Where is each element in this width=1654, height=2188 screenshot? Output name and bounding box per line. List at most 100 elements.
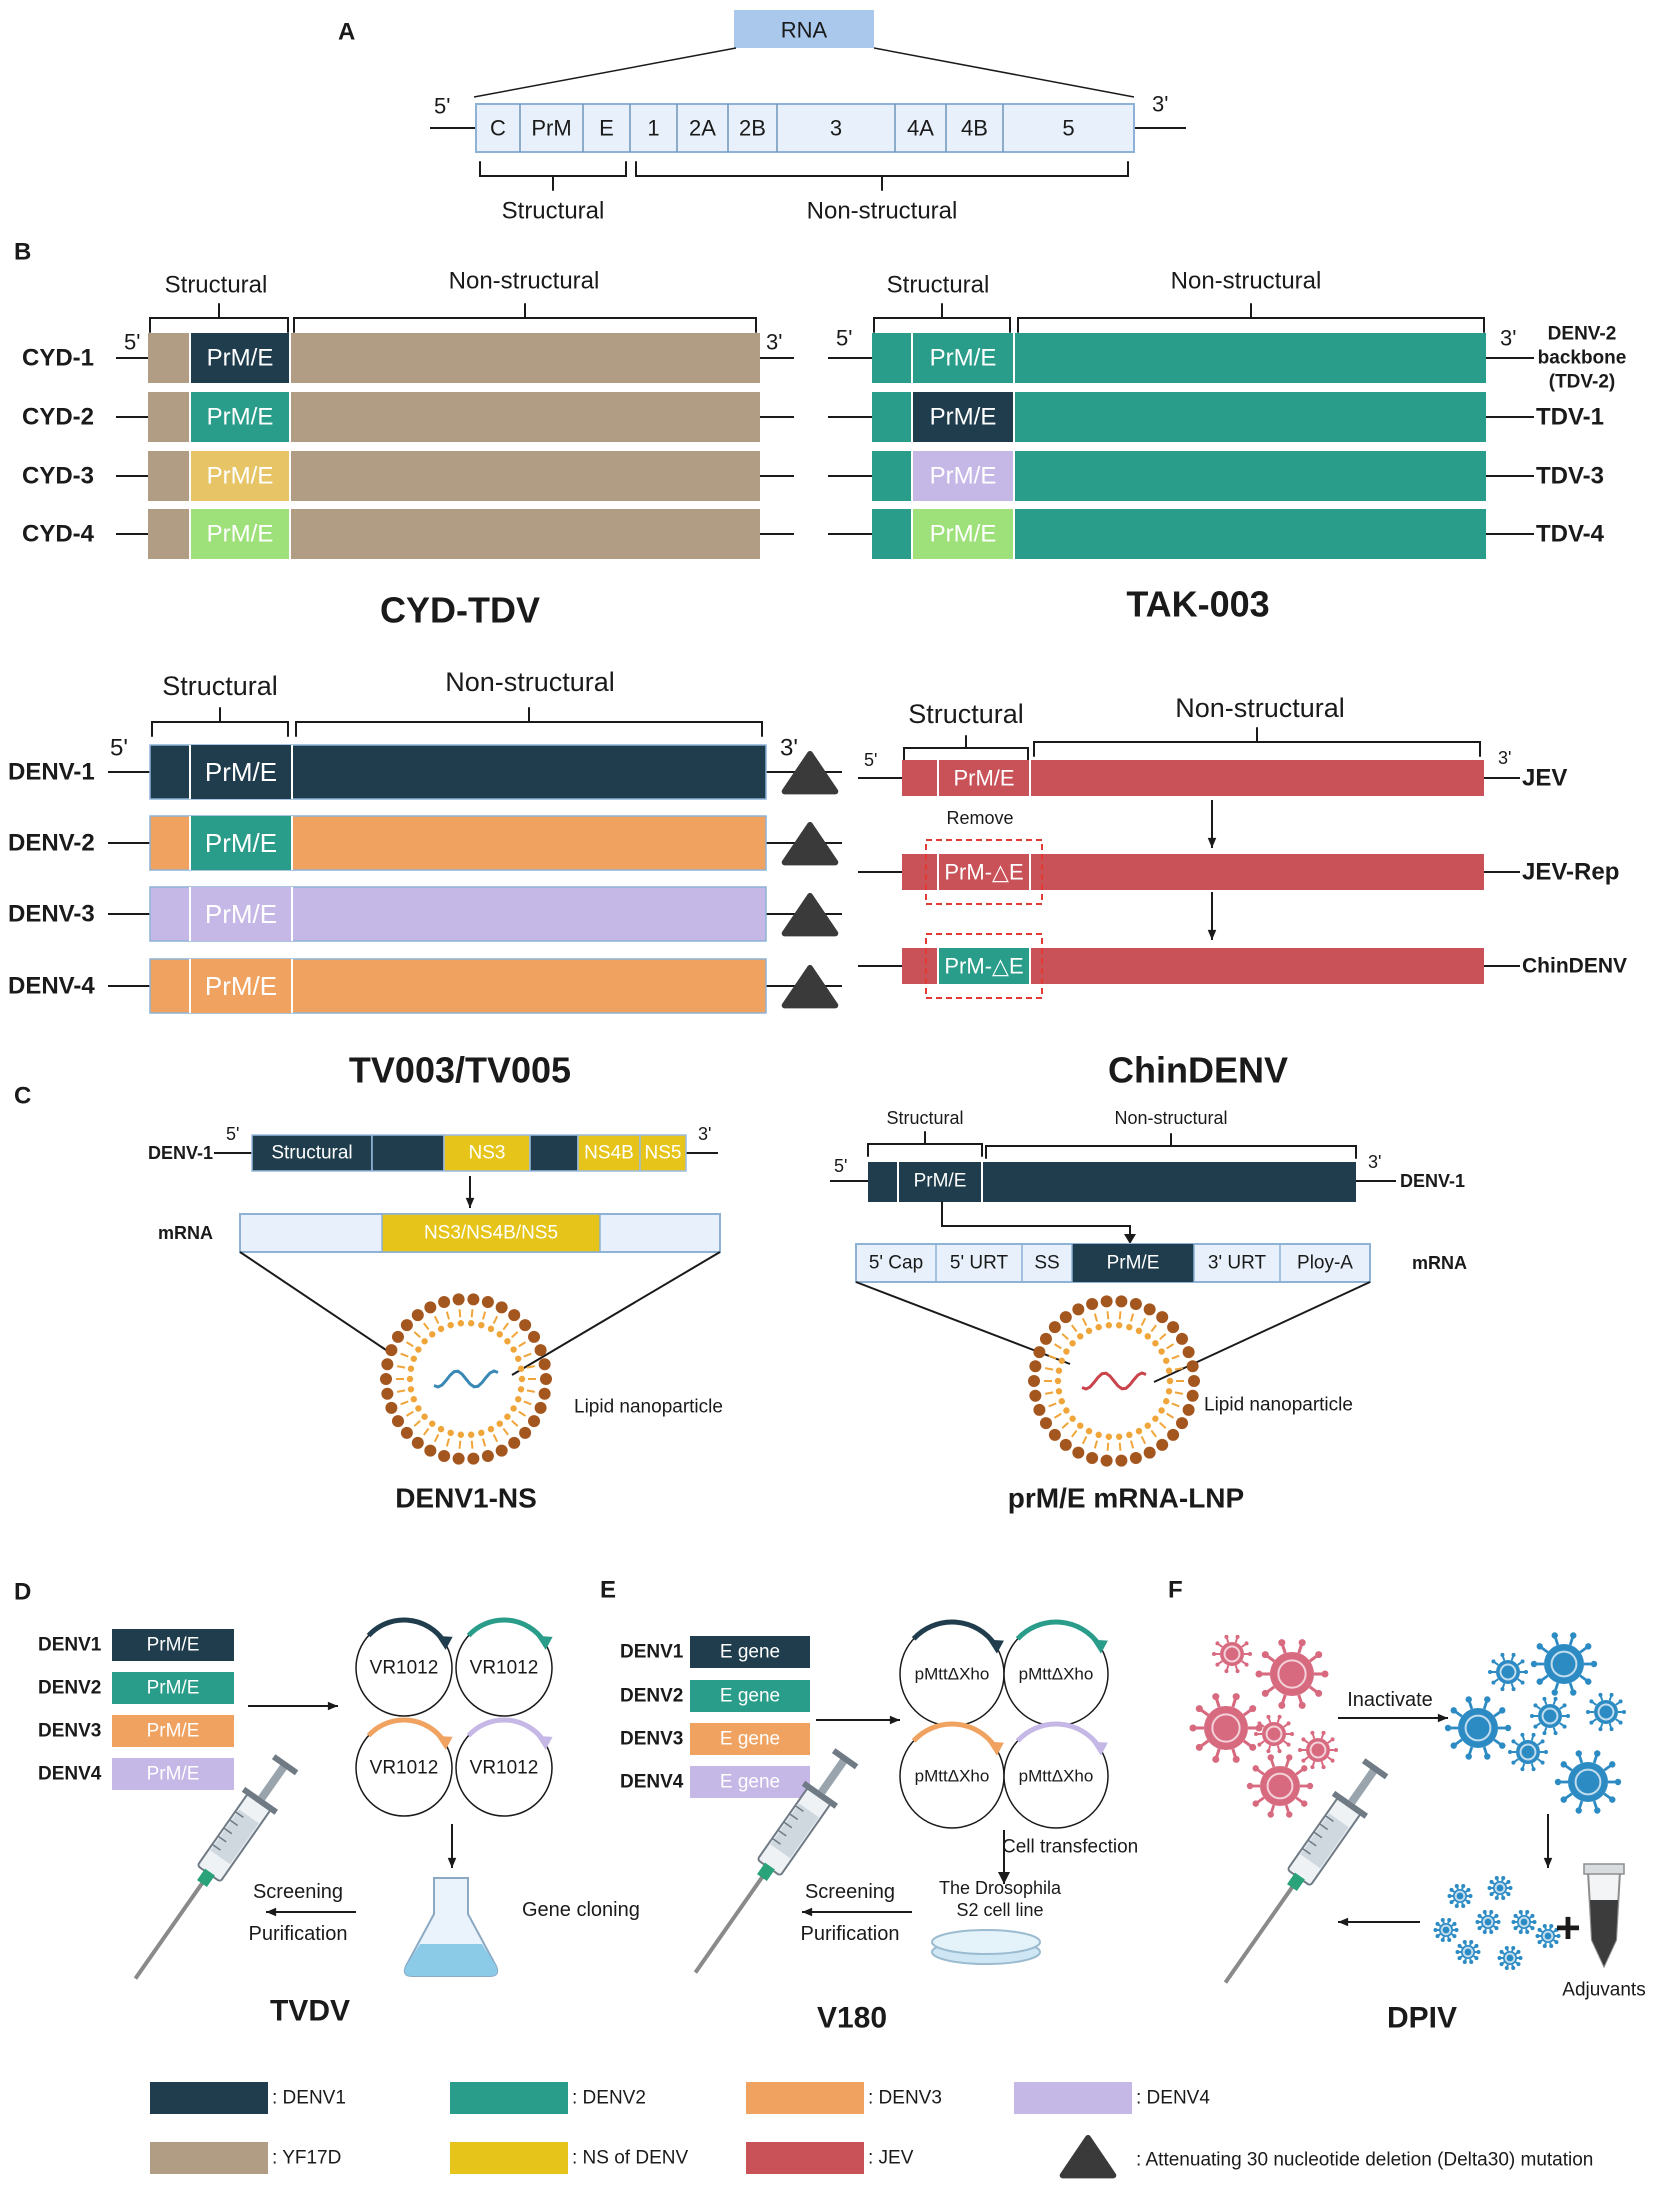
virus-core: [1464, 1714, 1492, 1742]
tak-prme-label: PrM/E: [930, 345, 997, 372]
prme-mrna-lnp-title: prM/E mRNA-LNP: [1008, 1483, 1244, 1514]
dpiv-arrow-down-head: [1543, 1857, 1553, 1868]
lipid-inner: [1115, 1322, 1123, 1329]
virus-spike-tip: [1542, 1943, 1547, 1948]
live-virus: [1189, 1693, 1263, 1763]
syringe-tick: [771, 1837, 781, 1845]
live-virus: [1255, 1639, 1329, 1709]
virus-spike-tip: [1440, 1937, 1445, 1942]
tak-prme-insert: [912, 333, 1014, 383]
denv1ns-genome-label: DENV-1: [148, 1143, 213, 1163]
tv-row-label: DENV-3: [8, 901, 95, 928]
lipid-inner: [517, 1365, 525, 1372]
virus-spike-tip: [1469, 1959, 1474, 1964]
mrna-lnp-genome: [868, 1162, 1356, 1202]
lipid-tail: [482, 1438, 487, 1447]
virus-spike-tip: [1504, 1965, 1509, 1970]
tvdv-arrow-left-head: [266, 1907, 277, 1917]
virus-spike-tip: [1267, 1811, 1274, 1818]
virus-core: [1574, 1768, 1602, 1796]
virus-spike-tip: [1537, 1927, 1542, 1932]
virus-spike-tip: [1530, 1926, 1535, 1931]
virus-spike-tip: [1575, 1750, 1582, 1757]
lipid-tail: [1174, 1391, 1183, 1395]
virus-spike-tip: [1489, 1879, 1494, 1884]
cyd-row-label: CYD-4: [22, 521, 95, 548]
lipid-inner: [510, 1346, 517, 1353]
virus-spike-tip: [1249, 1743, 1257, 1751]
plasmid-denv3: VR1012: [355, 1717, 453, 1817]
adjuvants-label: Adjuvants: [1562, 1980, 1645, 2001]
lipid-head: [538, 1358, 551, 1371]
syringe-e: [693, 1748, 859, 1974]
syringe-needle: [693, 1864, 772, 1974]
plasmid-arc-head: [987, 1639, 1004, 1654]
lipid-tail: [1081, 1317, 1088, 1326]
legend-swatch: [150, 2142, 268, 2174]
virus-spike-tip: [1518, 1929, 1523, 1934]
tak-nonstructural-label: Non-structural: [1171, 268, 1322, 295]
lipid-inner: [467, 1320, 475, 1327]
lipid-inner: [457, 1431, 465, 1438]
lipid-tail: [400, 1352, 409, 1358]
virus-spike-tip: [1482, 1929, 1487, 1934]
lipid-tail: [1166, 1343, 1175, 1350]
virus-spike-tip: [1614, 1778, 1622, 1786]
syringe-f: [1223, 1758, 1389, 1984]
denv1ns-five: 5': [226, 1124, 239, 1144]
segment-label: 5: [1062, 116, 1074, 141]
lipid-head: [1182, 1403, 1195, 1416]
lipid-inner: [504, 1338, 511, 1345]
segment-label: 2A: [689, 116, 716, 141]
lipid-inner: [1063, 1348, 1070, 1355]
syringe-plunger: [818, 1757, 848, 1795]
live-virus: [1298, 1730, 1338, 1770]
plasmid-e-denv4: pMttΔXho: [1003, 1721, 1109, 1829]
structural-seg-label: Structural: [271, 1143, 352, 1164]
lipid-head: [1100, 1454, 1113, 1467]
virus-spike-tip: [1454, 1928, 1459, 1932]
segment-label: 3: [830, 116, 842, 141]
purification-label-e: Purification: [801, 1923, 900, 1945]
prme-insert-label: PrM/E: [147, 1635, 200, 1656]
virus-spike-tip: [1494, 1876, 1499, 1881]
virus-core: [1541, 1707, 1559, 1725]
tak-003-title: TAK-003: [1126, 584, 1269, 625]
lipid-inner: [1095, 1323, 1102, 1331]
virus-spike-tip: [1433, 1928, 1438, 1932]
lipid-tail: [1081, 1436, 1088, 1445]
lipid-inner: [429, 1420, 436, 1427]
lipid-tail: [511, 1331, 519, 1338]
virus-spike-tip: [1215, 1662, 1220, 1667]
mrna-seg-label: SS: [1034, 1253, 1059, 1274]
denv1ns-segment: [371, 1134, 445, 1172]
lipid-tail: [492, 1434, 499, 1443]
panel-e-label: E: [600, 1577, 616, 1604]
lipid-head: [400, 1319, 413, 1332]
plasmid-arc-head: [1091, 1639, 1108, 1654]
e-gene-label: E gene: [720, 1686, 780, 1707]
virus-spike-tip: [1494, 1895, 1499, 1900]
lipid-inner: [410, 1355, 417, 1362]
virus-spike-tip: [1586, 1710, 1590, 1714]
legend-triangle: [1059, 2135, 1117, 2179]
virus-spike-tip: [1496, 1920, 1501, 1924]
virus-spike-tip: [1215, 1641, 1220, 1646]
chin-nonstructural-label: Non-structural: [1175, 693, 1345, 723]
virus-spike-tip: [1310, 1730, 1315, 1735]
virus-spike-tip: [1301, 1758, 1306, 1763]
virus-spike-tip: [1454, 1884, 1459, 1889]
delta30-triangle: [781, 965, 839, 1009]
denv1ns-segment: [251, 1134, 373, 1172]
lipid-inner: [1115, 1433, 1123, 1440]
mrna-seg-label: PrM/E: [1107, 1253, 1160, 1274]
e-gene-label: E gene: [720, 1729, 780, 1750]
tv-nonstructural-label: Non-structural: [445, 667, 615, 697]
panel-c-label: C: [14, 1083, 31, 1110]
adjuvant-virus: [1455, 1940, 1481, 1964]
virus-body: [1568, 1762, 1608, 1802]
mrna-lnp-structural-label: Structural: [886, 1108, 963, 1128]
lipid-inner: [1058, 1398, 1065, 1405]
virus-spike-tip: [1520, 1767, 1525, 1772]
prme-insert-box: [112, 1672, 234, 1704]
